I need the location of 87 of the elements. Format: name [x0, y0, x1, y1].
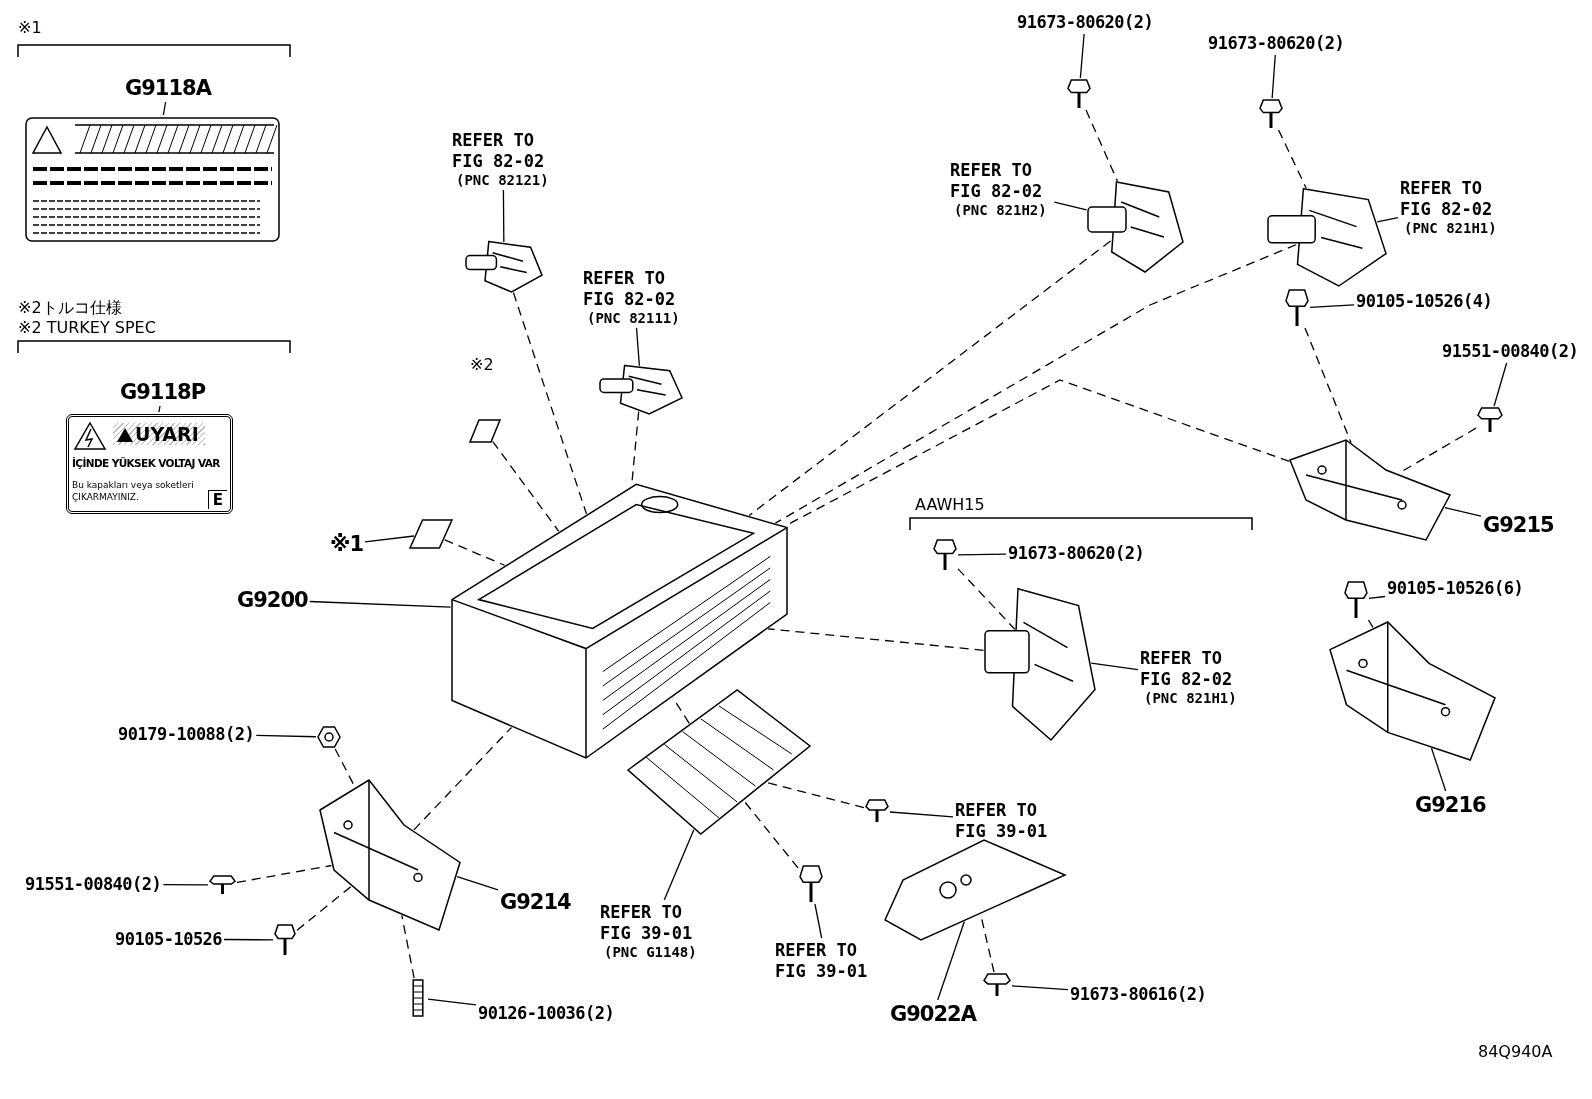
part-code-note: (PNC 821H1): [1404, 220, 1498, 236]
leader-line: [1368, 595, 1386, 600]
part-number: 90179-10088(2): [118, 724, 255, 744]
part-number: G9216: [1415, 793, 1486, 817]
drawing-number: 84Q940A: [1478, 1042, 1553, 1061]
assembly-line: [767, 628, 985, 651]
assembly-line: [766, 781, 865, 809]
part-number: G9118P: [120, 380, 206, 404]
part-number: G9214: [500, 890, 571, 914]
part-number: ※1: [330, 532, 364, 556]
leader-line: [1444, 507, 1482, 517]
assembly-line: [1277, 129, 1307, 189]
part-code-note: (PNC 821H2): [954, 202, 1048, 218]
part-number: 91673-80620(2): [1017, 12, 1154, 32]
assembly-line: [1367, 619, 1374, 629]
language-code: E: [207, 490, 227, 509]
leader-line: [1011, 985, 1069, 991]
assembly-line: [748, 240, 1112, 517]
reference-note: REFER TO FIG 82-02: [950, 160, 1044, 202]
assembly-line: [413, 726, 513, 831]
part-number: 91551-00840(2): [1442, 341, 1579, 361]
part-number: 91551-00840(2): [25, 874, 162, 894]
reference-note: REFER TO FIG 82-02: [1400, 178, 1494, 220]
leader-line: [502, 189, 505, 243]
leader-line: [223, 938, 274, 941]
reference-note: REFER TO FIG 39-01: [955, 800, 1049, 842]
reference-note: REFER TO FIG 82-02: [1140, 648, 1234, 690]
leader-line: [1090, 662, 1139, 671]
reference-note: REFER TO FIG 39-01: [600, 902, 694, 944]
part-number: 91673-80620(2): [1208, 33, 1345, 53]
part-number: G9118A: [125, 76, 211, 100]
warning-note: Bu kapakları veya soketleri ÇIKARMAYINIZ.: [72, 479, 195, 503]
assembly-line: [512, 292, 588, 515]
assembly-line: [296, 885, 352, 931]
reference-note: REFER TO FIG 39-01: [775, 940, 869, 982]
leader-line: [1430, 747, 1447, 792]
assembly-line: [444, 539, 506, 566]
note-label: AAWH15: [915, 495, 985, 514]
reference-note: REFER TO FIG 82-02: [583, 268, 677, 310]
assembly-line: [1304, 327, 1352, 444]
leader-line: [1079, 33, 1085, 79]
part-code-note: (PNC 82121): [456, 172, 550, 188]
part-number: 90126-10036(2): [478, 1003, 615, 1023]
assembly-line: [672, 697, 690, 724]
leader-line: [158, 405, 161, 413]
leader-line: [1053, 201, 1088, 211]
part-number: 90105-10526: [115, 929, 223, 949]
part-code-note: (PNC G1148): [604, 944, 698, 960]
assembly-line: [1085, 109, 1118, 182]
leader-line: [309, 600, 452, 608]
part-number: 91673-80616(2): [1070, 984, 1207, 1004]
leader-line: [957, 553, 1007, 556]
warning-label: [66, 414, 233, 514]
assembly-line: [492, 440, 560, 532]
leader-line: [255, 734, 317, 738]
leader-line: [456, 876, 499, 891]
leader-line: [162, 883, 209, 886]
part-number: G9022A: [890, 1002, 976, 1026]
assembly-line: [401, 914, 415, 979]
part-number: G9200: [237, 588, 308, 612]
assembly-line: [743, 800, 799, 869]
part-number: 90105-10526(4): [1356, 291, 1493, 311]
warning-heading: UYARI: [113, 423, 205, 445]
leader-line: [162, 101, 167, 116]
warning-text: İÇİNDE YÜKSEK VOLTAJ VAR: [72, 457, 220, 469]
leader-line: [889, 811, 954, 818]
part-code-note: (PNC 821H1): [1144, 690, 1238, 706]
leader-line: [663, 829, 695, 901]
leader-line: [1271, 54, 1276, 99]
note-label: ※2: [470, 355, 494, 374]
part-number: 91673-80620(2): [1008, 543, 1145, 563]
leader-line: [937, 921, 965, 1001]
note-label: ※2 TURKEY SPEC: [18, 318, 156, 337]
part-code-note: (PNC 82111): [587, 310, 681, 326]
reference-note: REFER TO FIG 82-02: [452, 130, 546, 172]
leader-line: [1376, 217, 1399, 223]
part-number: G9215: [1483, 513, 1554, 537]
leader-line: [635, 327, 641, 367]
leader-line: [1493, 362, 1508, 407]
leader-line: [1309, 304, 1355, 308]
note-label: ※2トルコ仕様: [18, 298, 122, 319]
leader-line: [364, 535, 415, 543]
leader-line: [427, 998, 477, 1006]
part-number: 90105-10526(6): [1387, 578, 1524, 598]
leader-line: [814, 903, 823, 939]
assembly-line: [236, 864, 333, 884]
note-label: ※1: [18, 18, 42, 37]
